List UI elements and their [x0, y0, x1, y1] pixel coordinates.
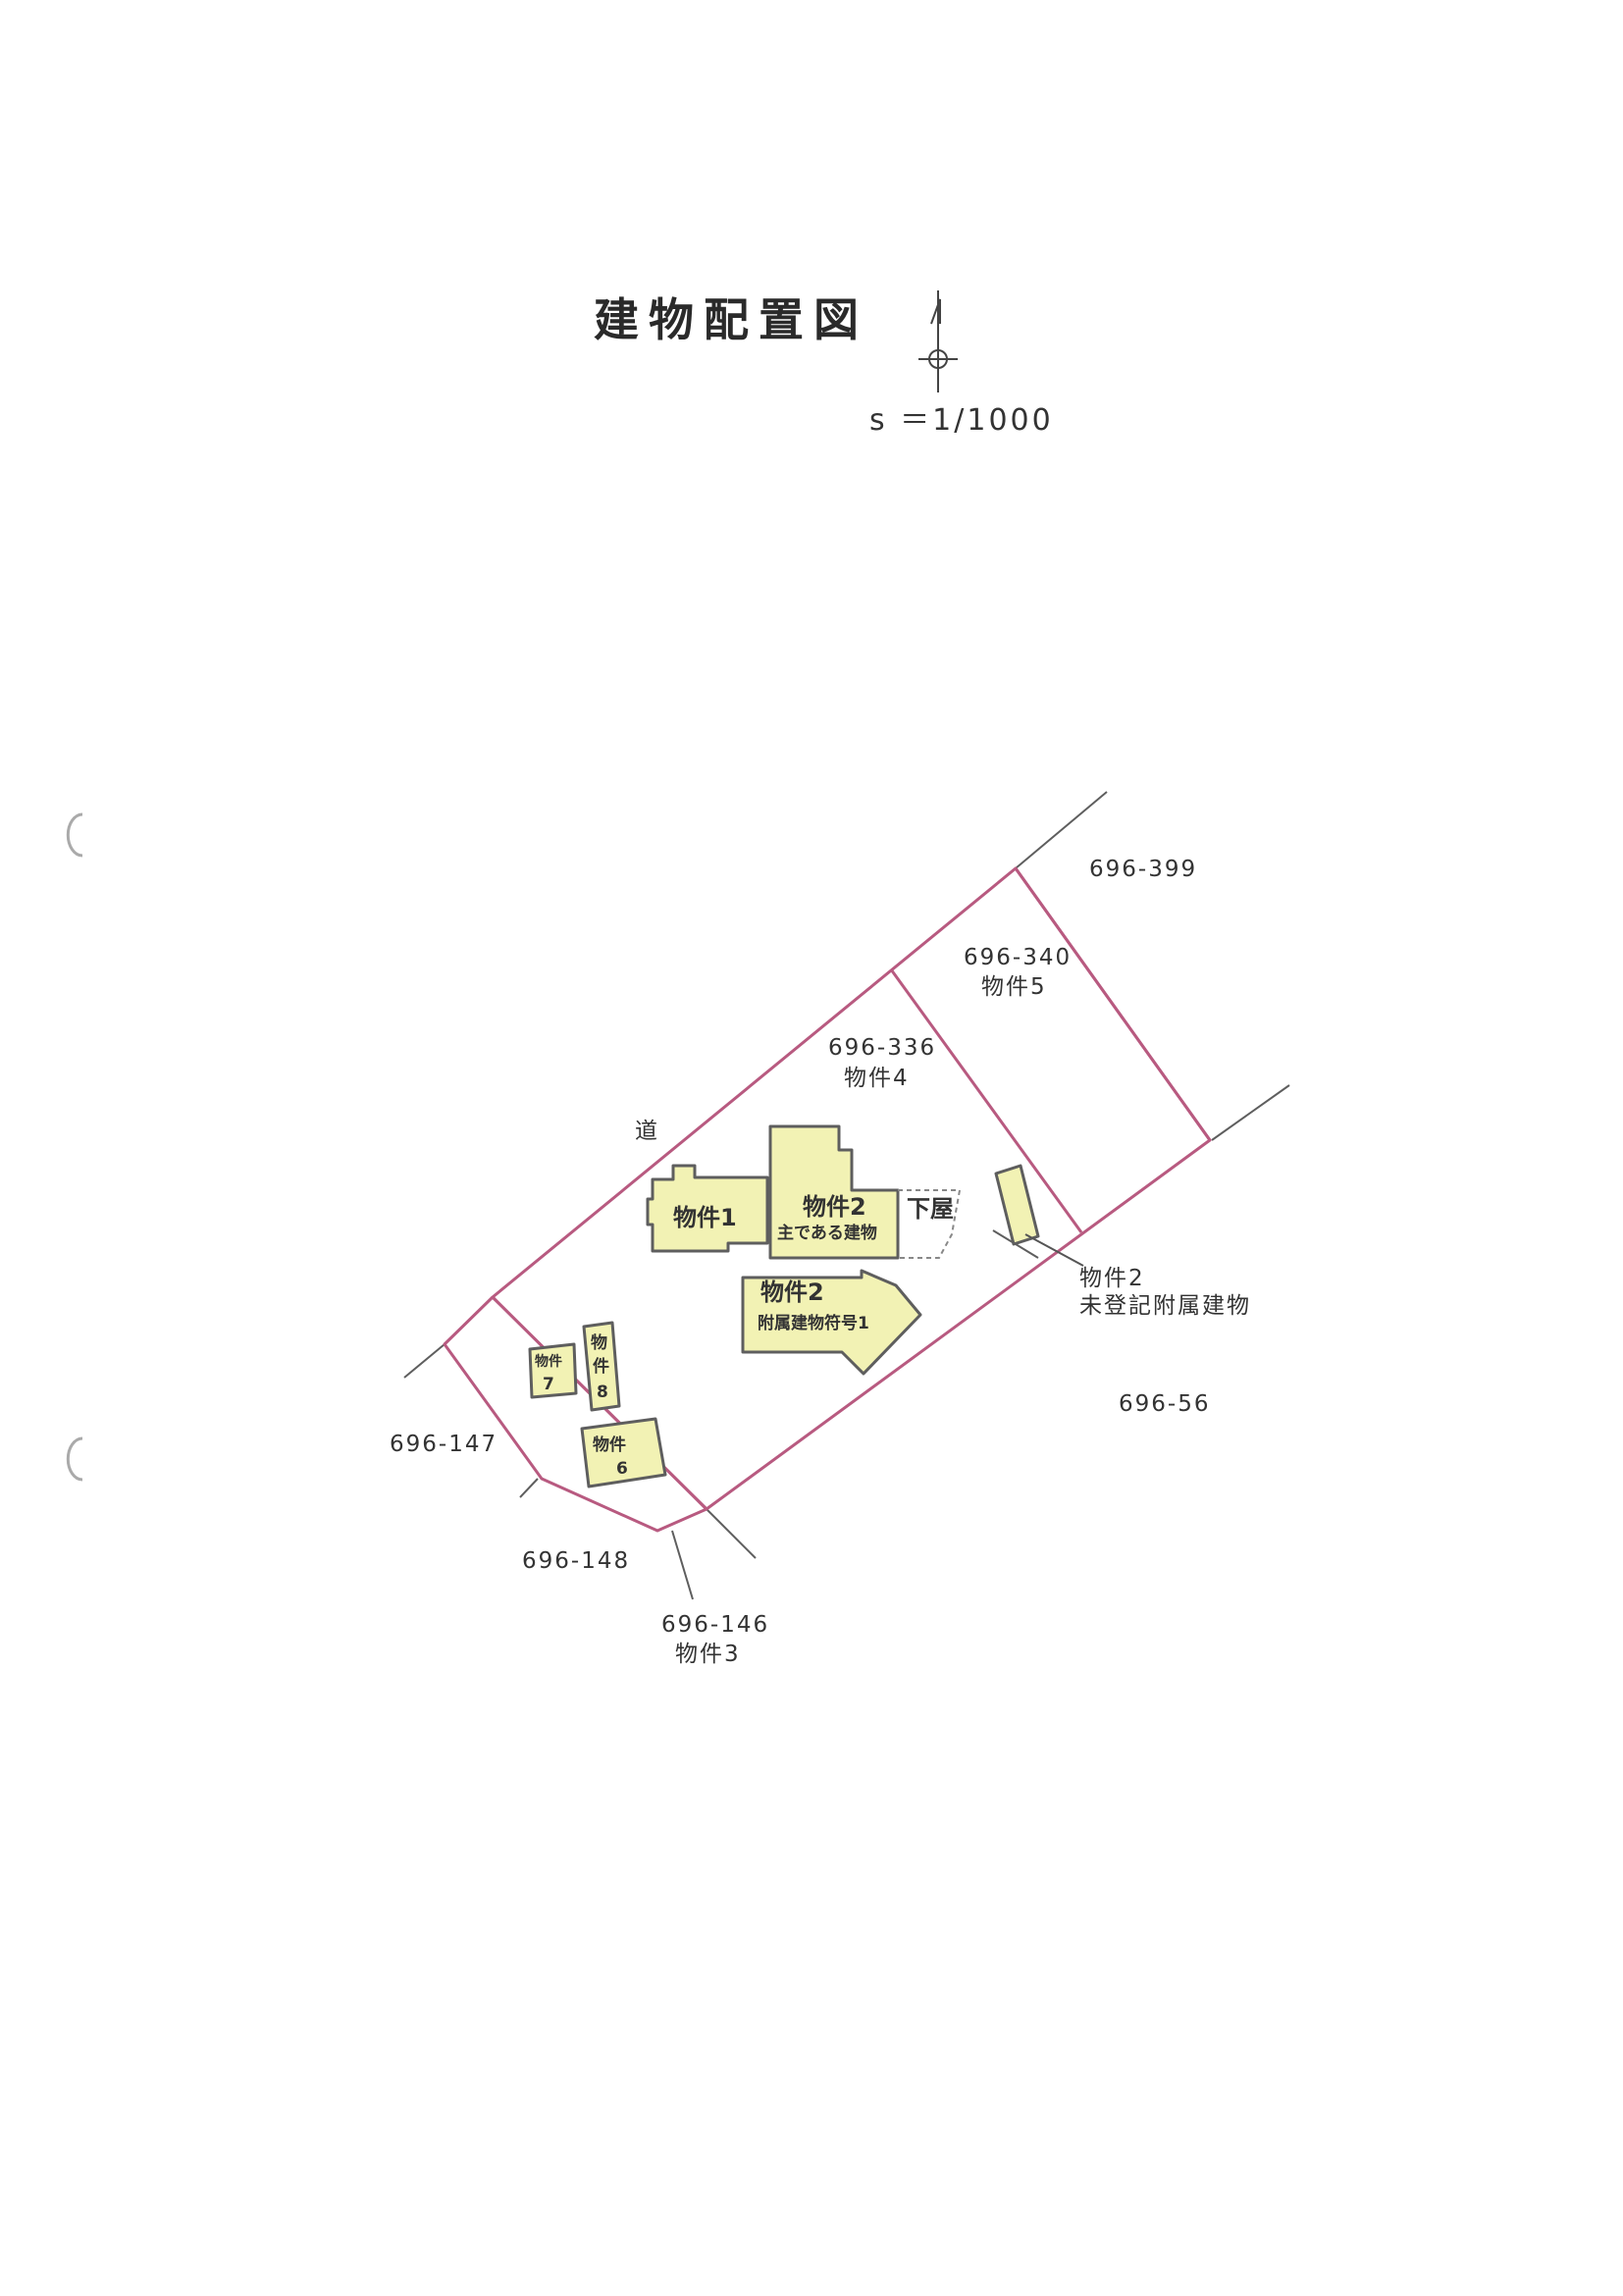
lot-label-696-340: 696-340 [964, 945, 1072, 970]
lot-label-696-147: 696-147 [390, 1432, 497, 1457]
lot-item-5: 物件5 [981, 974, 1047, 1000]
road-label: 道 [635, 1119, 659, 1144]
lot-item-3: 物件3 [675, 1642, 741, 1667]
shimoya-label: 下屋 [907, 1195, 954, 1223]
building-8-label-char2: 件 [593, 1356, 609, 1377]
north-arrow-icon [918, 290, 958, 392]
building-1 [646, 1164, 769, 1253]
building-6-label: 物件 [593, 1435, 626, 1455]
lot-label-696-336: 696-336 [828, 1035, 936, 1061]
buildings [528, 1124, 1040, 1488]
lot-label-696-399: 696-399 [1089, 857, 1197, 882]
building-2-unregistered-label: 物件2 [1079, 1266, 1145, 1291]
building-2-annex-sublabel: 附属建物符号1 [758, 1313, 869, 1333]
building-2-main-label: 物件2 [803, 1193, 866, 1221]
building-1-label: 物件1 [673, 1204, 737, 1231]
building-2-main-sublabel: 主である建物 [777, 1223, 877, 1243]
building-8-label-char1: 物 [591, 1332, 607, 1353]
building-2-annex [741, 1269, 922, 1376]
lot-item-4: 物件4 [844, 1066, 910, 1091]
unregistered-annex-leader [1024, 1233, 1084, 1267]
lot-label-696-146: 696-146 [661, 1612, 769, 1638]
building-6 [580, 1417, 667, 1488]
binding-hole-mark-bottom [66, 1436, 83, 1482]
building-7-number: 7 [543, 1375, 554, 1394]
binding-hole-mark-top [66, 812, 83, 858]
building-2-unregistered-sublabel: 未登記附属建物 [1079, 1293, 1251, 1319]
building-8-number: 8 [597, 1383, 608, 1402]
building-8 [582, 1321, 621, 1412]
lot-label-696-56: 696-56 [1119, 1391, 1210, 1417]
shimoya-outline [898, 1189, 962, 1259]
scale-label: s ＝1/1000 [869, 403, 1054, 438]
building-2-main [768, 1124, 900, 1260]
building-7-label: 物件 [535, 1353, 562, 1370]
diagram-title: 建物配置図 [594, 293, 868, 346]
building-6-number: 6 [616, 1459, 628, 1479]
building-7 [528, 1342, 578, 1399]
building-2-unregistered [994, 1164, 1040, 1246]
lot-label-696-148: 696-148 [522, 1548, 630, 1574]
building-2-annex-label: 物件2 [760, 1278, 824, 1306]
